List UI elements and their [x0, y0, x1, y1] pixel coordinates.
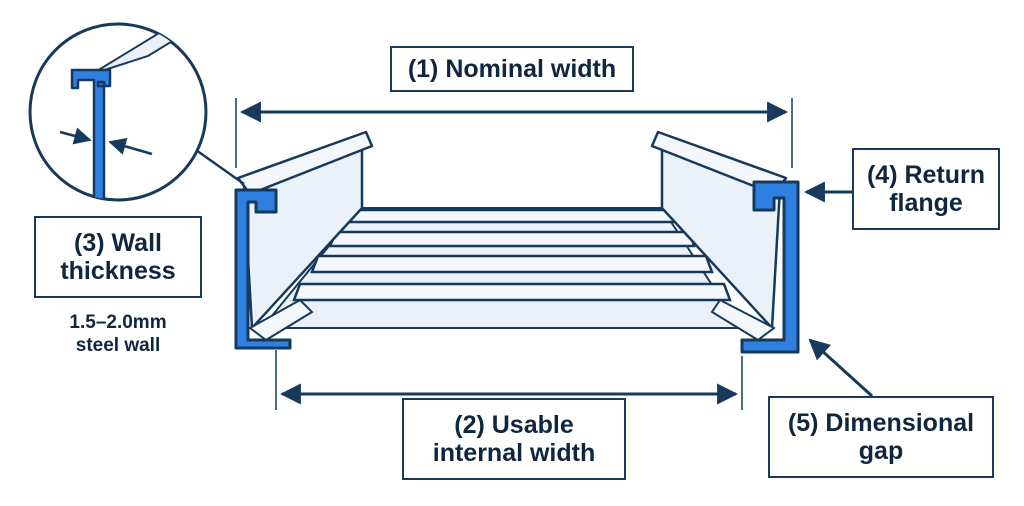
- rung-3: [310, 254, 714, 274]
- wall-spec-note: 1.5–2.0mm steel wall: [34, 312, 202, 358]
- rung-1: [343, 208, 678, 224]
- dimensional-gap-label: (5) Dimensional gap: [768, 396, 994, 478]
- usable-width-label: (2) Usable internal width: [402, 398, 626, 480]
- wall-spec-line1: 1.5–2.0mm: [69, 312, 167, 333]
- dimensional-gap-pointer: [808, 338, 874, 398]
- nominal-width-label: (1) Nominal width: [390, 46, 634, 92]
- return-flange-label: (4) Return flange: [852, 148, 1000, 230]
- usable-width-text-line1: (2) Usable: [454, 411, 574, 439]
- wall-detail-section: [70, 68, 112, 200]
- wall-thickness-text-line2: thickness: [60, 257, 176, 285]
- wall-spec-line2: steel wall: [75, 334, 161, 356]
- usable-width-text-line2: internal width: [432, 439, 596, 467]
- rung-4: [292, 282, 732, 302]
- rung-2: [328, 230, 696, 248]
- magnifier-circle-icon: [28, 22, 208, 202]
- dimensional-gap-text-line2: gap: [858, 437, 904, 465]
- wall-thickness-text-line1: (3) Wall: [74, 229, 162, 257]
- nominal-width-dimension: [235, 98, 793, 168]
- return-flange-text-line1: (4) Return: [866, 161, 986, 189]
- dimension-arrow-icon: [808, 338, 874, 398]
- right-profile-section: [740, 180, 800, 354]
- wall-thickness-label: (3) Wall thickness: [34, 216, 202, 298]
- dimensional-gap-text-line1: (5) Dimensional: [787, 409, 975, 437]
- thickness-arrow-icon: [108, 137, 153, 156]
- left-side-wall: [234, 130, 374, 350]
- return-flange-text-line2: flange: [889, 189, 963, 217]
- nominal-width-text: (1) Nominal width: [407, 55, 617, 83]
- thickness-arrow-icon: [59, 127, 92, 145]
- right-side-wall: [650, 130, 800, 354]
- detail-connector-line: [195, 148, 245, 186]
- left-profile-section: [234, 188, 292, 350]
- usable-width-dimension: [275, 350, 743, 410]
